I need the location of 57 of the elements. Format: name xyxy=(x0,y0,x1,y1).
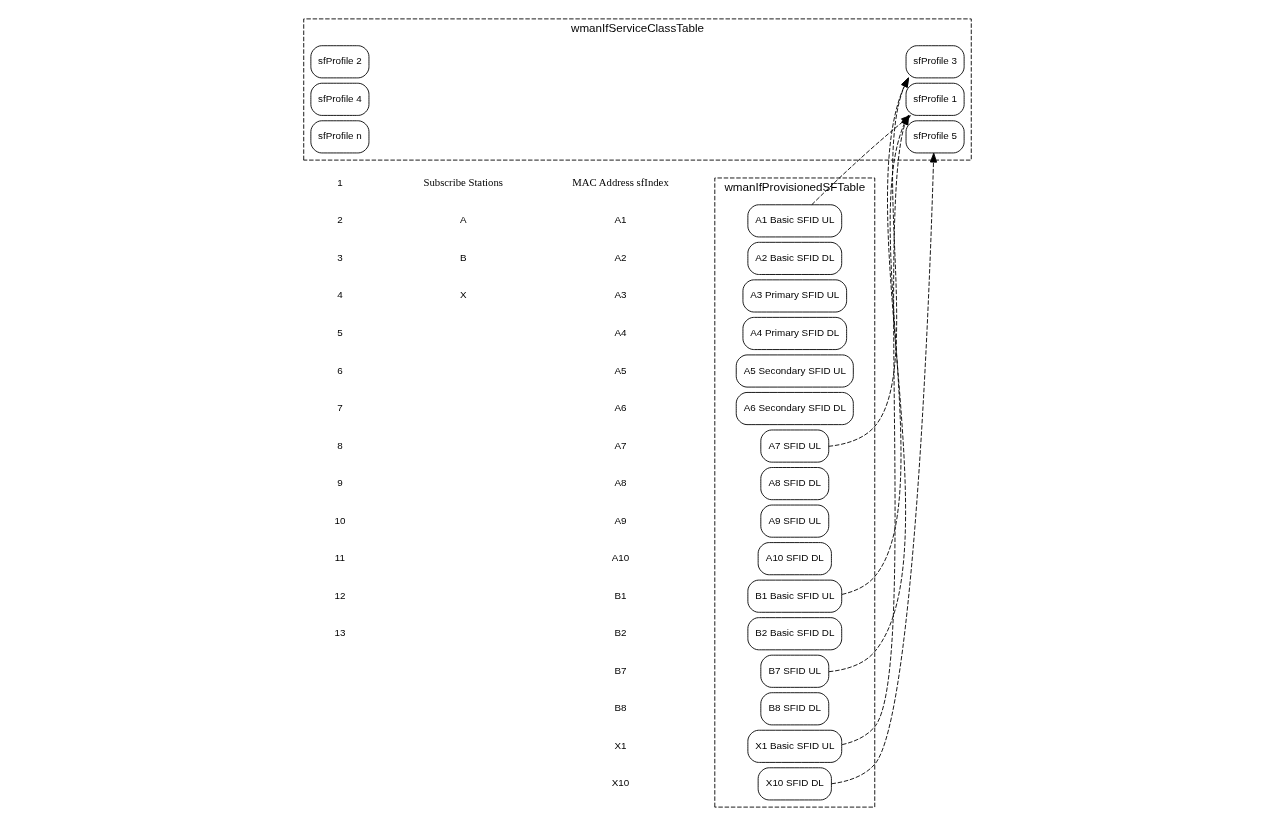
label: A xyxy=(459,214,467,226)
node-box: B2 Basic SFID DL xyxy=(747,617,843,651)
label: B2 xyxy=(614,627,627,639)
node-box: A1 Basic SFID UL xyxy=(747,204,843,238)
node-box: A3 Primary SFID UL xyxy=(742,279,848,313)
node-box: A5 Secondary SFID UL xyxy=(735,354,854,388)
label: 7 xyxy=(337,402,343,414)
label: X10 xyxy=(611,777,630,789)
node-box: sfProfile n xyxy=(310,120,370,154)
label: 1 xyxy=(337,176,343,188)
label: 3 xyxy=(337,251,343,263)
label: A1 xyxy=(614,214,627,226)
label: X xyxy=(459,289,467,301)
node-box: B1 Basic SFID UL xyxy=(747,579,843,613)
label: 10 xyxy=(334,514,346,526)
node-box: A6 Secondary SFID DL xyxy=(735,392,854,426)
node-box: A2 Basic SFID DL xyxy=(747,241,843,275)
label: MAC Address sfIndex xyxy=(572,176,669,189)
label: 13 xyxy=(334,627,346,639)
node-box: sfProfile 1 xyxy=(905,82,965,116)
label: A4 xyxy=(614,326,627,338)
node-box: sfProfile 2 xyxy=(310,45,370,79)
label: Subscribe Stations xyxy=(423,176,503,189)
label: A8 xyxy=(614,477,627,489)
label: B8 xyxy=(614,702,627,714)
node-box: sfProfile 4 xyxy=(310,82,370,116)
node-box: A10 SFID DL xyxy=(757,542,832,576)
label: A3 xyxy=(614,289,627,301)
arrow xyxy=(831,152,938,785)
node-box: A9 SFID UL xyxy=(760,504,830,538)
node-box: B7 SFID UL xyxy=(760,654,830,688)
label: A7 xyxy=(614,439,627,451)
label: 6 xyxy=(337,364,343,376)
label: A5 xyxy=(614,364,627,376)
label: A9 xyxy=(614,514,627,526)
node-box: A7 SFID UL xyxy=(760,429,830,463)
label: B7 xyxy=(614,664,627,676)
label: 4 xyxy=(337,289,343,301)
node-box: A8 SFID DL xyxy=(760,467,830,501)
label: X1 xyxy=(614,739,627,751)
label: B1 xyxy=(614,589,627,601)
label: 12 xyxy=(334,589,346,601)
node-box: A4 Primary SFID DL xyxy=(742,316,848,350)
node-box: X1 Basic SFID UL xyxy=(747,729,843,763)
label: 2 xyxy=(337,214,343,226)
label: 5 xyxy=(337,326,343,338)
node-box: X10 SFID DL xyxy=(757,767,832,801)
label: A6 xyxy=(614,402,627,414)
label: 8 xyxy=(337,439,343,451)
label: A2 xyxy=(614,251,627,263)
label: A10 xyxy=(611,552,630,564)
label: 11 xyxy=(334,552,346,564)
label: B xyxy=(459,251,467,263)
label: 9 xyxy=(337,477,343,489)
node-box: sfProfile 3 xyxy=(905,45,965,79)
node-box: B8 SFID DL xyxy=(760,692,830,726)
node-box: sfProfile 5 xyxy=(905,120,965,154)
